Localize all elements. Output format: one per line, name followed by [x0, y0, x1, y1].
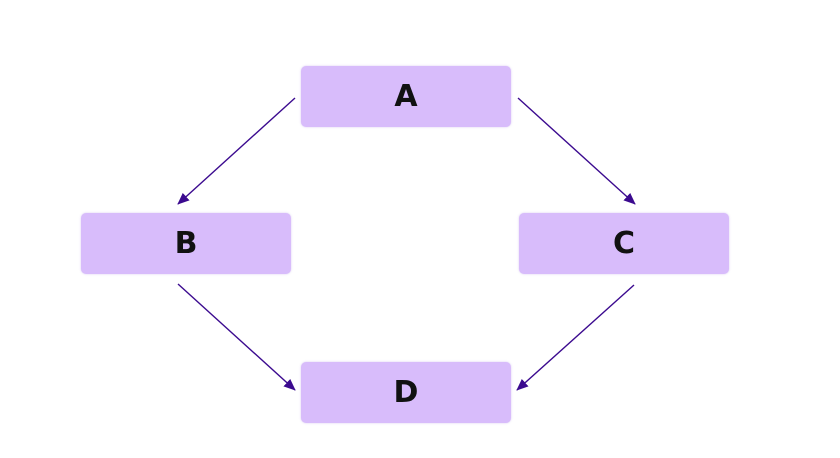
node-b-label: B [174, 226, 198, 261]
node-b[interactable]: B [81, 213, 291, 274]
node-c[interactable]: C [519, 213, 729, 274]
edge-a-to-c [517, 97, 636, 205]
node-d-label: D [393, 375, 419, 410]
edge-c-to-d [516, 284, 635, 391]
node-d[interactable]: D [301, 362, 511, 423]
node-a-label: A [394, 79, 418, 114]
edge-a-to-b [177, 97, 296, 205]
node-c-label: C [612, 226, 636, 261]
edge-b-to-d [177, 283, 296, 391]
node-a[interactable]: A [301, 66, 511, 127]
